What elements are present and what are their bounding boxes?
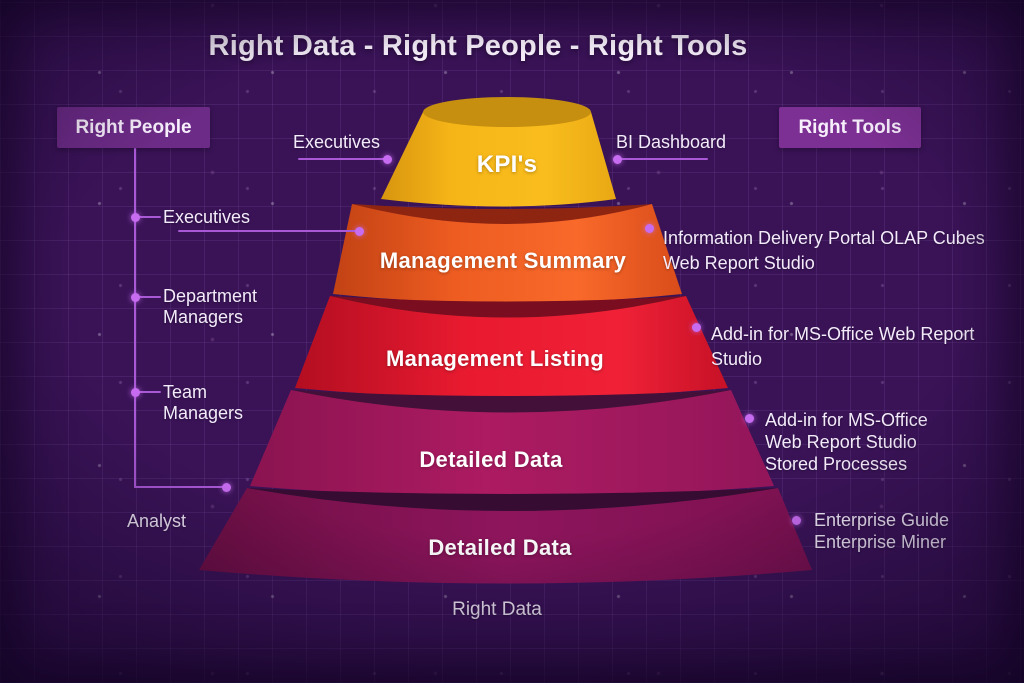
team-tick-line xyxy=(139,391,161,393)
analyst-elbow-line xyxy=(134,486,226,488)
tools-item-enterprise: Enterprise Guide Enterprise Miner xyxy=(814,509,949,553)
connector-dot xyxy=(222,483,231,492)
connector-dot xyxy=(131,293,140,302)
right-people-box: Right People xyxy=(57,107,210,148)
tools-item-info-delivery: Information Delivery Portal OLAP Cubes W… xyxy=(663,226,985,276)
people-item-executives: Executives xyxy=(163,207,251,227)
layer-label-management-summary: Management Summary xyxy=(379,248,627,273)
right-data-label: Right Data xyxy=(452,599,542,620)
label-line: Information Delivery Portal OLAP Cubes xyxy=(663,228,985,248)
bullet-dot xyxy=(792,516,801,525)
layer-label-kpis: KPI's xyxy=(476,151,538,178)
label-line: Add-in for MS-Office xyxy=(765,410,928,430)
label-line: Department xyxy=(163,286,258,306)
executives-pointer-line xyxy=(178,230,358,232)
layer-label-detailed-data-2: Detailed Data xyxy=(428,535,572,560)
label-line: Managers xyxy=(163,307,244,327)
label-line: Enterprise Miner xyxy=(814,532,947,552)
label-line: Managers xyxy=(163,403,244,423)
connector-dot xyxy=(131,388,140,397)
people-item-analyst: Analyst xyxy=(127,511,187,531)
tools-item-addin-web-report: Add-in for MS-Office Web Report Studio xyxy=(711,322,974,372)
label-line: Web Report Studio xyxy=(663,253,815,273)
label-line: Web Report Studio xyxy=(765,432,917,452)
label-line: Add-in for MS-Office Web Report xyxy=(711,324,975,344)
tools-item-addin-stored-processes: Add-in for MS-Office Web Report Studio S… xyxy=(765,409,928,475)
right-tools-box: Right Tools xyxy=(779,107,921,148)
people-vertical-line xyxy=(134,148,136,488)
layer-label-management-listing: Management Listing xyxy=(385,346,605,371)
layer-label-detailed-data-1: Detailed Data xyxy=(419,447,563,472)
label-line: Team xyxy=(163,382,208,402)
people-item-department-managers: Department Managers xyxy=(163,286,257,328)
people-item-team-managers: Team Managers xyxy=(163,382,243,424)
layer-kpis-opening xyxy=(423,97,591,127)
connector-dot xyxy=(131,213,140,222)
department-tick-line xyxy=(139,296,161,298)
bullet-dot xyxy=(645,224,654,233)
bullet-dot xyxy=(692,323,701,332)
executives-tick-line xyxy=(139,216,161,218)
page-title: Right Data - Right People - Right Tools xyxy=(208,30,748,62)
bullet-dot xyxy=(745,414,754,423)
label-line: Studio xyxy=(711,349,763,369)
label-line: Stored Processes xyxy=(765,454,908,474)
label-line: Enterprise Guide xyxy=(814,510,950,530)
connector-dot xyxy=(355,227,364,236)
